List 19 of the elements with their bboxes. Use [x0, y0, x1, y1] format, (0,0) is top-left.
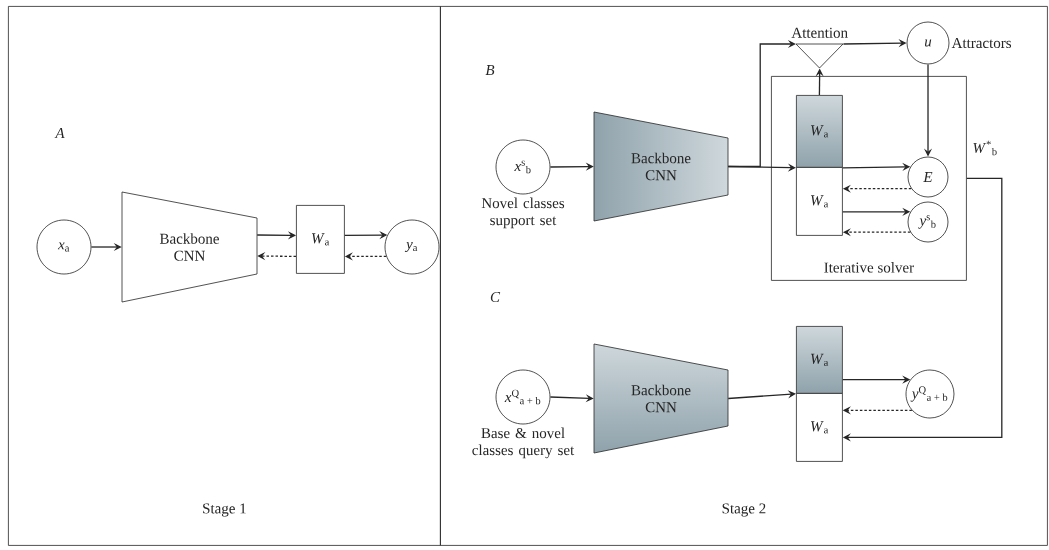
panel-letter: A: [54, 128, 65, 138]
weight-box: W$_{a}$: [296, 205, 345, 274]
panel-letter: C: [490, 291, 501, 303]
backbone-trapezoid: Backbone CNN: [593, 111, 729, 222]
arrow: [727, 390, 796, 400]
weight-box: W$_{a}$: [796, 393, 843, 462]
node-label: Attractors: [951, 37, 1012, 49]
weight-box: W$_{a}$: [796, 167, 843, 236]
weight-box: W$_{a}$: [796, 326, 843, 394]
edge-label: W$^{*}$b: [971, 139, 999, 157]
node-label: Base & novel classes query set: [472, 427, 575, 459]
node-label: Novel classes support set: [481, 197, 565, 229]
backbone-trapezoid: Backbone CNN: [593, 343, 729, 454]
panel-letter: B: [485, 65, 495, 75]
attention-triangle: Attention: [791, 27, 848, 69]
node-label: Attention: [791, 27, 848, 38]
weight-box: W$_{a}$: [796, 95, 843, 168]
backbone-trapezoid: Backbone CNN: [121, 191, 258, 303]
arrow: [727, 39, 796, 168]
